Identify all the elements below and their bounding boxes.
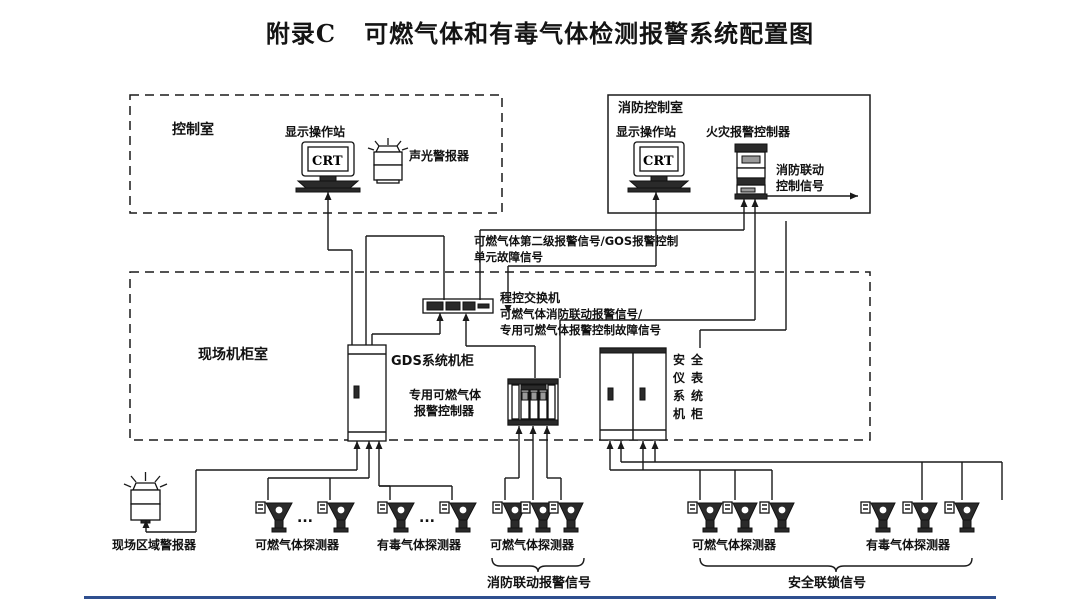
detector-icon[interactable] <box>902 501 938 533</box>
fire-alarm-controller-label: 火灾报警控制器 <box>706 124 791 139</box>
crt-workstation-control-icon[interactable]: CRT <box>295 141 361 193</box>
crt-screen-text-control: CRT <box>312 154 343 169</box>
field-cabinet-room-boundary <box>129 271 871 441</box>
detector-group-e-label: 有毒气体探测器 <box>866 537 951 552</box>
wire-gds-bottom-inputs <box>353 441 383 486</box>
wire-safety-cabinet-inputs <box>606 441 1003 500</box>
detector-group-d-label: 可燃气体探测器 <box>692 537 777 552</box>
safety-cabinet-char-5: 统 <box>691 388 703 403</box>
fire-linkage-control-label-line1: 消防联动 <box>776 162 824 177</box>
wire-crt-control-feed <box>324 192 353 345</box>
detector-ellipsis-a: ... <box>297 510 313 526</box>
audible-visual-alarm-icon[interactable] <box>367 138 409 184</box>
detector-icon[interactable] <box>439 501 477 533</box>
detector-group-c-label: 可燃气体探测器 <box>490 537 575 552</box>
pbx-switch-icon[interactable] <box>422 298 494 314</box>
audible-visual-alarm-label: 声光警报器 <box>408 148 470 163</box>
footer-accent-rule <box>84 596 996 599</box>
detector-icon[interactable] <box>759 501 795 533</box>
detector-icon[interactable] <box>944 501 980 533</box>
safety-cabinet-char-6: 机 <box>673 406 685 421</box>
wire-gds-to-field-alarm <box>142 469 357 533</box>
detector-icon[interactable] <box>548 501 584 533</box>
safety-cabinet-char-2: 仪 <box>672 371 686 385</box>
safety-cabinet-char-7: 柜 <box>690 406 703 421</box>
wire-right-trunk <box>699 221 787 348</box>
wire-fire-alarm-controller-feed <box>479 199 759 378</box>
detector-icon[interactable] <box>860 501 896 533</box>
pbx-signal-label-line2: 专用可燃气体报警控制故障信号 <box>500 323 661 337</box>
fire-linkage-alarm-signal-label: 消防联动报警信号 <box>487 575 591 591</box>
control-room-boundary <box>129 94 503 214</box>
detector-icon[interactable] <box>377 501 415 533</box>
wire-dedicated-controller-inputs <box>504 426 562 500</box>
dedicated-gas-alarm-controller-icon[interactable] <box>507 378 559 426</box>
crt-screen-text-fire: CRT <box>643 154 674 169</box>
gds-cabinet-label: GDS系统机柜 <box>391 353 474 369</box>
wire-fire-crt-feed <box>504 192 660 313</box>
fire-linkage-control-label-line2: 控制信号 <box>776 178 824 193</box>
detector-icon[interactable] <box>722 501 758 533</box>
field-area-alarm-label: 现场区域警报器 <box>112 537 197 552</box>
detector-icon[interactable] <box>317 501 355 533</box>
second-level-alarm-label-line1: 可燃气体第二级报警信号/GOS报警控制 <box>474 234 678 248</box>
fire-linkage-control-wire <box>767 192 858 200</box>
detector-ellipsis-b: ... <box>419 510 435 526</box>
safety-interlock-signal-label: 安全联锁信号 <box>788 575 866 591</box>
safety-interlock-brace <box>699 557 973 573</box>
wire-pbx-inputs <box>436 313 536 378</box>
safety-cabinet-char-1: 全 <box>690 352 704 367</box>
field-area-alarm-icon[interactable] <box>123 472 168 524</box>
detector-group-a-label: 可燃气体探测器 <box>255 537 340 552</box>
pbx-signal-label-line1: 可燃气体消防联动报警信号/ <box>500 307 643 321</box>
gds-cabinet-icon[interactable] <box>347 344 387 442</box>
safety-cabinet-char-3: 表 <box>690 370 704 385</box>
control-room-label: 控制室 <box>172 121 214 138</box>
field-cabinet-room-label: 现场机柜室 <box>198 346 268 363</box>
crt-workstation-fire-icon[interactable]: CRT <box>627 141 691 193</box>
second-level-alarm-label-line2: 单元故障信号 <box>474 250 543 264</box>
pbx-switch-label: 程控交换机 <box>500 290 560 305</box>
safety-cabinet-char-4: 系 <box>673 388 685 403</box>
detector-icon[interactable] <box>687 501 723 533</box>
fire-alarm-controller-icon[interactable] <box>734 143 768 200</box>
crt-workstation-fire-label: 显示操作站 <box>616 124 676 139</box>
detector-icon[interactable] <box>255 501 293 533</box>
safety-instrumented-cabinet-icon[interactable] <box>599 347 667 441</box>
dedicated-controller-label-line2: 报警控制器 <box>414 403 475 418</box>
wire-gds-to-upper-bus <box>365 235 445 345</box>
dedicated-controller-label-line1: 专用可燃气体 <box>409 387 482 402</box>
fire-linkage-brace <box>491 557 585 573</box>
wire-group-a-bus <box>267 477 369 500</box>
detector-group-b-label: 有毒气体探测器 <box>377 537 462 552</box>
safety-cabinet-char-0: 安 <box>673 352 685 367</box>
fire-control-room-label: 消防控制室 <box>618 100 683 116</box>
wire-group-b-bus <box>379 485 453 500</box>
page-title: 附录C 可燃气体和有毒气体检测报警系统配置图 <box>265 19 815 48</box>
crt-workstation-control-label: 显示操作站 <box>285 124 345 139</box>
fire-control-room-boundary <box>607 94 871 214</box>
